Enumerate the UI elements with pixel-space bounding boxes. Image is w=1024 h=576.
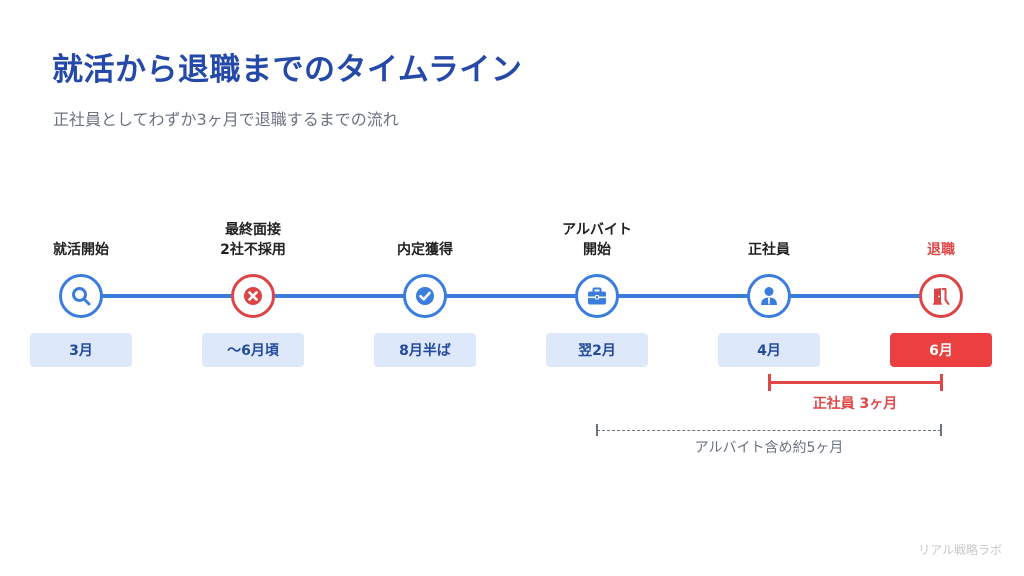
timeline-node-job-hunt-start: 就活開始 3月 (0, 0, 167, 370)
span-tick-end (940, 424, 942, 436)
node-label: 退職 (927, 242, 955, 258)
date-badge: 3月 (30, 333, 132, 367)
page-title: 就活から退職までのタイムライン (52, 52, 523, 88)
node-marker (231, 274, 275, 318)
node-label: 正社員 (748, 242, 790, 258)
span-tick-end (940, 374, 943, 391)
date-badge: 8月半ば (374, 333, 476, 367)
watermark: リアル戦略ラボ (918, 543, 1002, 557)
date-badge: 〜6月頃 (202, 333, 304, 367)
date-badge: 6月 (890, 333, 992, 367)
briefcase-icon (588, 287, 606, 305)
timeline-node-fulltime: 正社員 4月 (683, 0, 855, 370)
search-icon (72, 287, 91, 306)
node-marker (919, 274, 963, 318)
date-badge: 4月 (718, 333, 820, 367)
node-label: 最終面接 2社不採用 (220, 222, 286, 258)
timeline-node-parttime-start: アルバイト 開始 翌2月 (511, 0, 683, 370)
date-badge: 翌2月 (546, 333, 648, 367)
span-tick-start (596, 424, 598, 436)
node-marker (575, 274, 619, 318)
person-suit-icon (761, 287, 777, 305)
node-marker (403, 274, 447, 318)
x-circle-icon (244, 287, 262, 305)
span-line-dashed (597, 430, 941, 431)
node-marker (59, 274, 103, 318)
node-label: アルバイト 開始 (562, 222, 632, 258)
timeline-node-resignation: 退職 6月 (855, 0, 1024, 370)
timeline-node-final-interview-rejected: 最終面接 2社不採用 〜6月頃 (167, 0, 339, 370)
exit-door-icon (933, 288, 950, 305)
node-label: 内定獲得 (397, 242, 453, 258)
fulltime-span-label: 正社員 3ヶ月 (812, 396, 898, 412)
total-span-label: アルバイト含め約5ヶ月 (694, 440, 844, 456)
page-subtitle: 正社員としてわずか3ヶ月で退職するまでの流れ (53, 110, 399, 129)
node-marker (747, 274, 791, 318)
check-circle-icon (416, 287, 434, 305)
timeline-node-job-offer: 内定獲得 8月半ば (339, 0, 511, 370)
span-line (769, 381, 941, 384)
node-label: 就活開始 (53, 242, 109, 258)
timeline-line (81, 294, 941, 298)
span-tick-start (768, 374, 771, 391)
